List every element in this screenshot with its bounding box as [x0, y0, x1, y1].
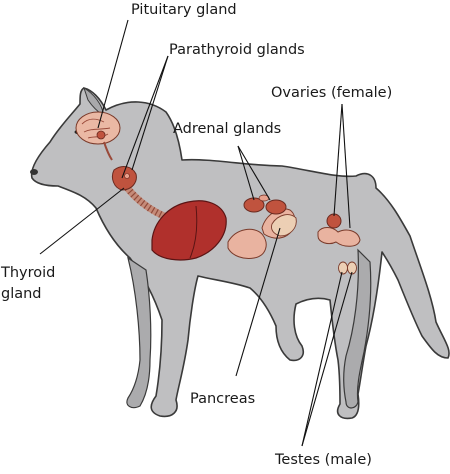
brain-stem — [103, 141, 113, 161]
uterus — [317, 227, 361, 247]
dog-far-hindleg — [343, 248, 372, 409]
dog-far-foreleg — [126, 256, 152, 409]
kidney-right — [265, 199, 287, 215]
pancreas — [271, 214, 297, 237]
label-testes-male: Testes (male) — [275, 452, 372, 468]
label-thyroid-line2: gland — [1, 286, 42, 302]
label-parathyroid-glands: Parathyroid glands — [169, 42, 305, 58]
thyroid-gland — [111, 166, 137, 191]
liver-lobe — [189, 205, 198, 259]
dog-nose — [30, 169, 38, 175]
kidney-left — [243, 197, 265, 213]
label-adrenal-glands: Adrenal glands — [173, 121, 282, 137]
liver — [151, 200, 227, 261]
label-pituitary-gland: Pituitary gland — [131, 2, 237, 18]
pituitary-gland — [96, 130, 106, 140]
label-pancreas: Pancreas — [190, 391, 256, 407]
parathyroid-dot — [124, 173, 130, 179]
leader-lines — [39, 19, 353, 447]
ovary-left — [326, 213, 342, 229]
label-ovaries-female: Ovaries (female) — [271, 85, 393, 101]
testis-right — [347, 261, 357, 275]
label-thyroid-line1: Thyroid — [1, 265, 56, 281]
stomach — [227, 228, 267, 259]
testis-left — [338, 261, 348, 275]
label-thyroid-gland: Thyroid gland — [1, 264, 61, 303]
